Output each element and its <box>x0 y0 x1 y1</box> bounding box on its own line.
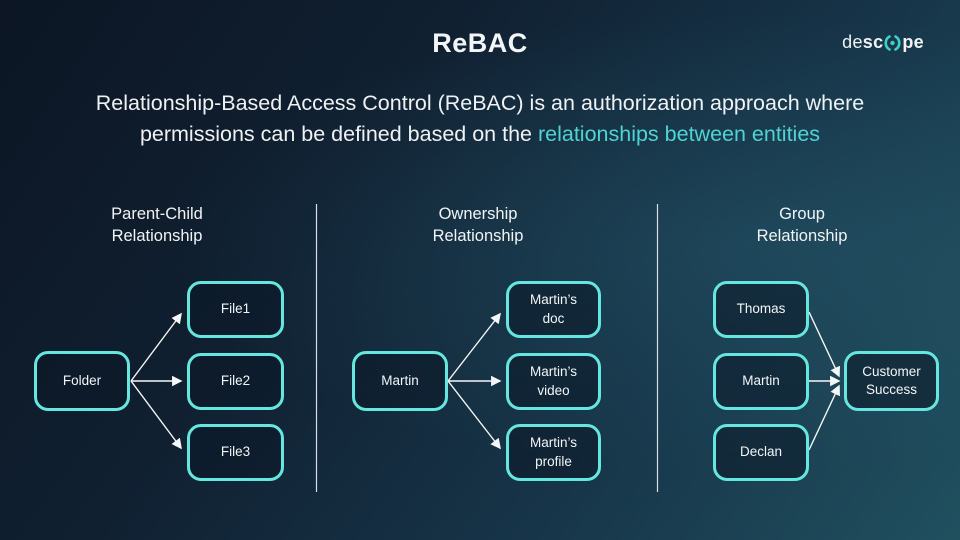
arrow-declan-customer-success <box>808 384 840 451</box>
arrow-thomas-customer-success <box>808 311 840 378</box>
arrow-folder-file1 <box>130 312 182 382</box>
subtitle-line1: Relationship-Based Access Control (ReBAC… <box>95 91 865 115</box>
logo-text-pe: pe <box>902 32 924 52</box>
node-folder: Folder <box>34 351 130 411</box>
column-header-ownership: Ownership Relationship <box>432 205 524 245</box>
logo-text-de: de <box>842 32 863 52</box>
node-customer-success: Customer Success <box>844 351 939 411</box>
node-martins-profile: Martin’s profile <box>506 424 601 481</box>
subtitle-highlight: relationships between entities <box>537 122 821 147</box>
node-file3: File3 <box>187 424 284 481</box>
node-file1: File1 <box>187 281 284 338</box>
node-martin-member: Martin <box>713 353 809 410</box>
subtitle: Relationship-Based Access Control (ReBAC… <box>20 88 940 150</box>
arrow-folder-file3 <box>130 380 182 450</box>
node-martins-video: Martin’s video <box>506 353 601 410</box>
logo-text-sc: sc <box>862 32 884 52</box>
node-declan: Declan <box>713 424 809 481</box>
column-header-parent-child: Parent-Child Relationship <box>111 205 203 245</box>
node-martins-doc: Martin’s doc <box>506 281 601 338</box>
arrow-martin-profile <box>447 380 501 450</box>
column-header-group: Group Relationship <box>756 205 848 245</box>
node-martin-owner: Martin <box>352 351 448 411</box>
node-file2: File2 <box>187 353 284 410</box>
page-title: ReBAC <box>432 28 528 58</box>
node-thomas: Thomas <box>713 281 809 338</box>
descope-o-icon <box>884 34 901 51</box>
arrow-martin-doc <box>447 312 501 382</box>
subtitle-line2-plain: permissions can be defined based on the <box>139 122 538 147</box>
